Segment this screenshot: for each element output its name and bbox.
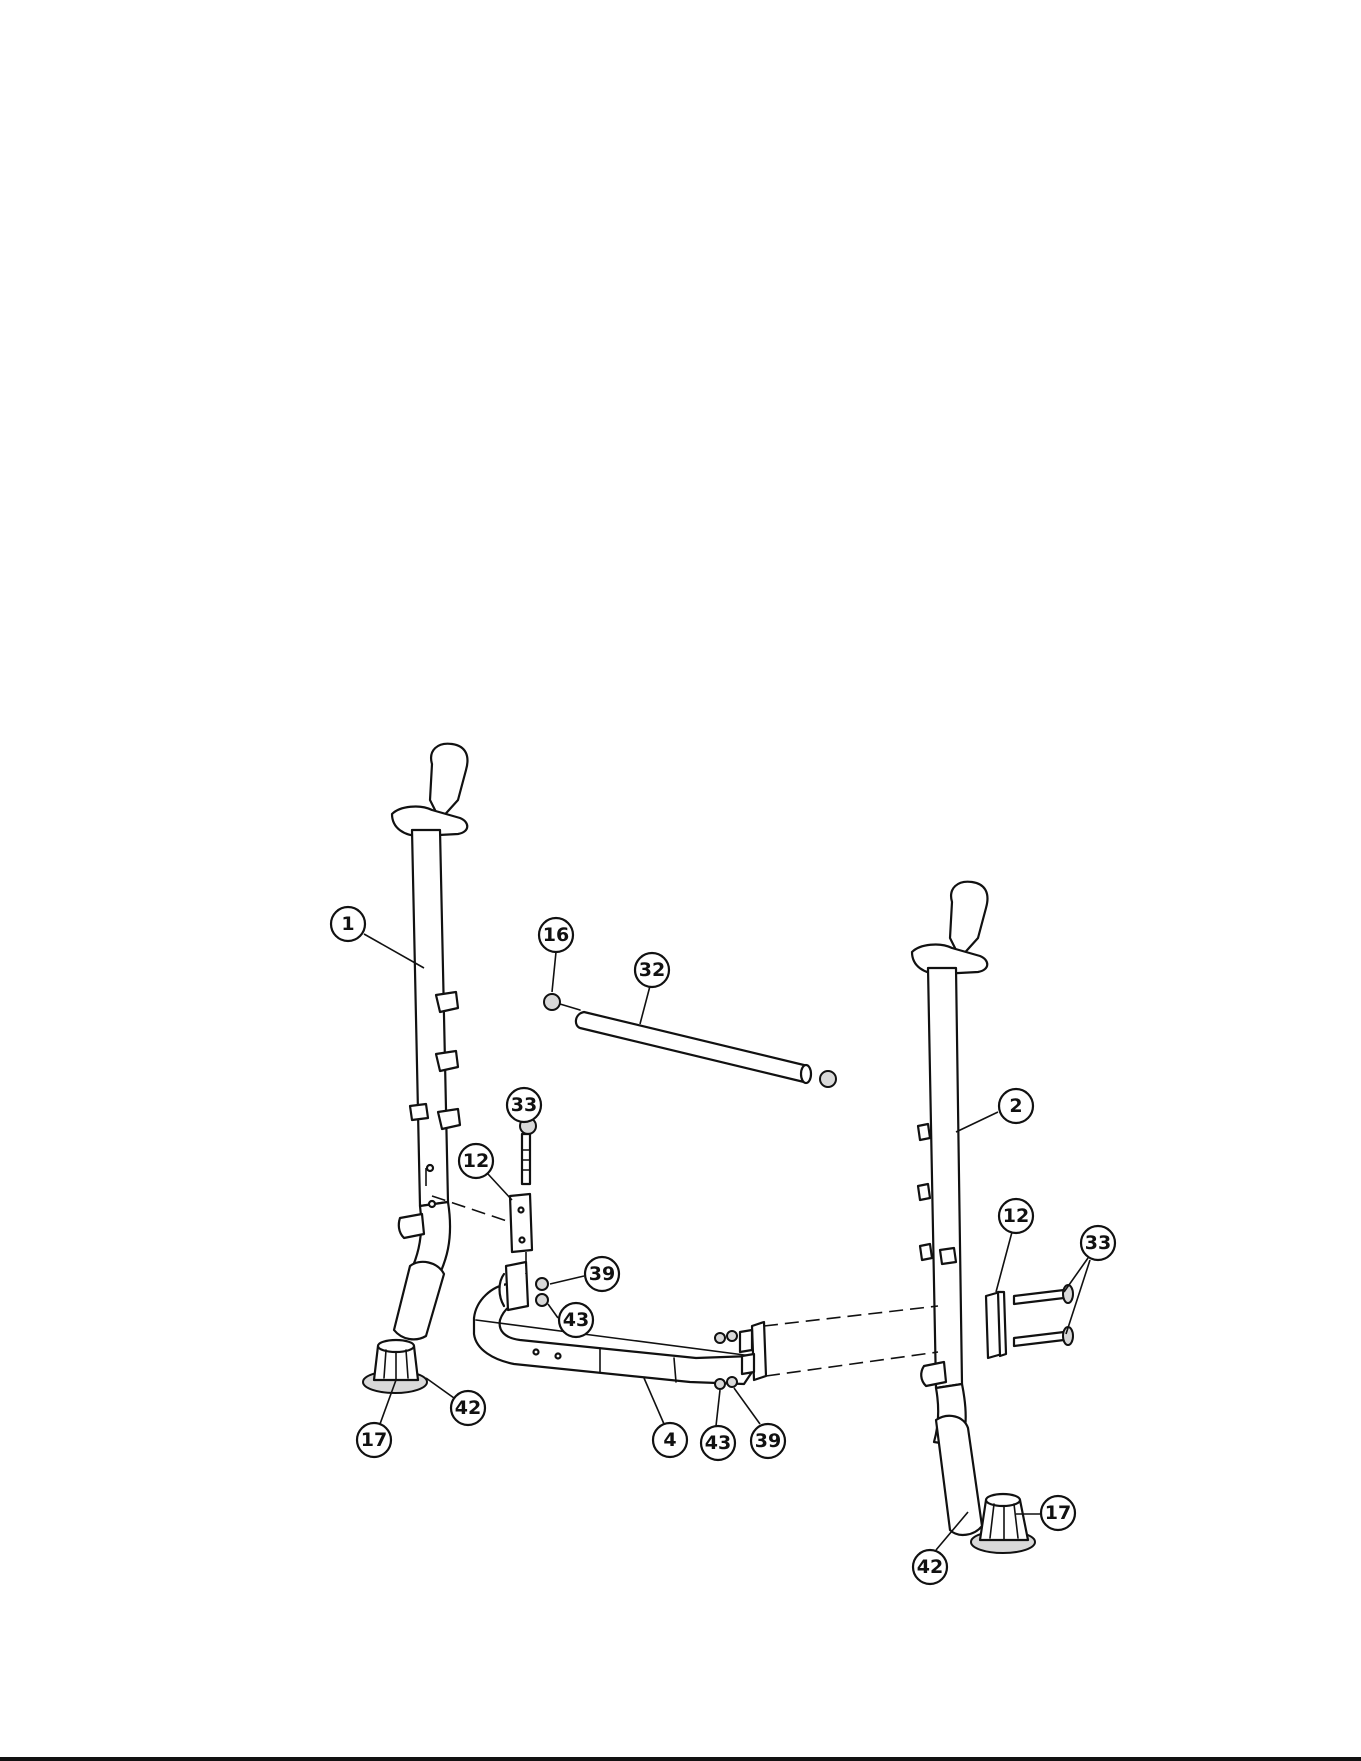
callout-16: 16: [543, 924, 569, 946]
right-upright-part-2: [912, 882, 1006, 1535]
callout-12-left: 12: [463, 1150, 489, 1172]
callout-39-bottom: 39: [755, 1430, 781, 1452]
bolt-part-33-left: [520, 1118, 536, 1184]
callout-33-right: 33: [1085, 1232, 1111, 1254]
callout-42-left: 42: [455, 1397, 481, 1419]
callout-2: 2: [1009, 1095, 1022, 1117]
crossbar-part-32: [544, 994, 836, 1087]
callout-42-right: 42: [917, 1556, 943, 1578]
bracket-part-12-left: [510, 1194, 532, 1252]
callout-43-left: 43: [563, 1309, 589, 1331]
callout-32: 32: [639, 959, 665, 981]
bottom-rule: [0, 1757, 1361, 1761]
callout-33-left: 33: [511, 1094, 537, 1116]
callout-17-right: 17: [1045, 1502, 1071, 1524]
base-frame-part-4: [474, 1262, 766, 1384]
callout-39-left: 39: [589, 1263, 615, 1285]
callout-12-right: 12: [1003, 1205, 1029, 1227]
callout-4: 4: [663, 1429, 676, 1451]
callout-1: 1: [341, 913, 354, 935]
left-upright-part-1: [392, 744, 467, 1340]
callout-17-left: 17: [361, 1429, 387, 1451]
callout-43-bottom: 43: [705, 1432, 731, 1454]
bolts-part-33-right: [1014, 1285, 1073, 1346]
